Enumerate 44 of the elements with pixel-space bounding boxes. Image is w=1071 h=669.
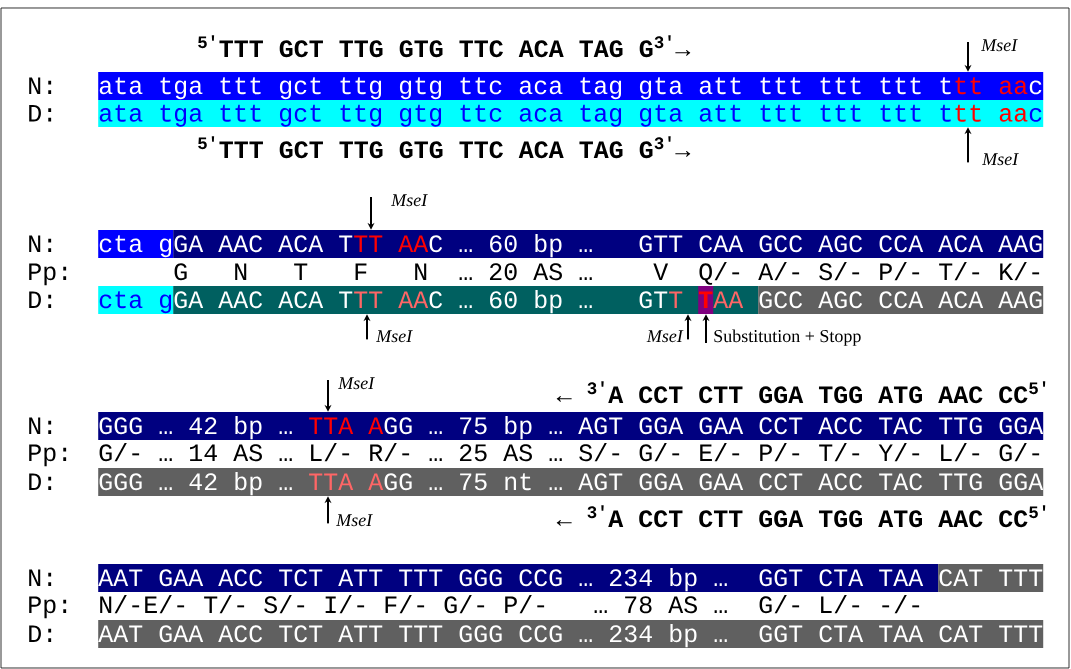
row-label: Pp: [29,596,67,619]
row-label: D: [29,105,52,122]
row-label: D: [29,625,52,642]
protein-sequence: G/- L/- -/- [759,594,920,614]
primer-sequence: ← $^{3′}$A CCT CTT GGA TGG ATG AAC CC$^{5′}$ [556,505,1046,528]
row-label: N: [29,569,52,586]
protein-sequence: Q/- A/- S/- P/- T/- K/- [699,261,1040,285]
row-label: D: [29,291,52,308]
amino-acid: V [653,263,669,280]
sequence-band: GCC AGC CCA ACA AAG [758,286,1044,314]
row-label: N: [29,77,52,94]
primer-sequence: ← $^{3′}$A CCT CTT GGA TGG ATG AAC CC$^{5′}$ [556,381,1046,404]
sequence-band: GGG … 42 bp … TTA AGG … 75 nt … AGT GGA GAA CCT ACC TAC TTG GGA [98,468,1044,496]
protein-sequence: … [594,610,607,613]
row-label: Pp: [29,444,67,467]
primer-sequence: $^{5′}$TTT GCT TTG GTG TTC ACA TAG G$^{3′}$→ [198,35,691,58]
enzyme-label: MseI [336,514,373,527]
enzyme-label: MseI [646,330,684,343]
protein-sequence: N/-E/- T/- S/- I/- F/- G/- P/- [100,594,545,614]
sequence-band: AAT GAA ACC TCT ATT TTT GGG CCG … 234 bp … GGT CTA TAA CAT TTT [98,620,1044,648]
enzyme-label: MseI [338,377,375,390]
sequence-band: ata tga ttt gct ttg gtg ttc aca tag gta att ttt ttt ttt t tt aac [98,72,1044,100]
protein-sequence: 78 AS … [625,596,727,614]
sequence-band: GGG … 42 bp … TTA AGG … 75 bp … AGT GGA GAA CCT ACC TAC TTG GGA [98,412,1044,440]
enzyme-label: MseI [376,330,413,343]
row-label: N: [29,235,52,252]
sequence-band: CAT TTT [938,564,1044,592]
sequence-band: cta g [98,286,174,314]
protein-sequence: G/- … 14 AS … L/- R/- … 25 AS … S/- G/- E/- P/- T/- Y/- L/- G/- [99,442,1040,462]
row-label: D: [29,473,52,490]
enzyme-label: MseI [981,39,1018,52]
enzyme-label: MseI [982,153,1019,166]
primer-sequence: $^{5′}$TTT GCT TTG GTG TTC ACA TAG G$^{3′}$→ [198,136,691,159]
enzyme-label: MseI [391,194,428,207]
row-label: N: [29,417,52,434]
sequence-band: ata tga ttt gct ttg gtg ttc aca tag gta att ttt ttt ttt t tt aac [98,100,1044,127]
amino-acid: G [174,263,187,281]
sequence-band: GA AAC ACA TTT AAC … 60 bp … GTT CAA GCC AGC CCA ACA AAG [173,230,1044,258]
sequence-band: cta g [98,230,174,258]
row-label: Pp: [29,263,67,286]
sequence-band: AAT GAA ACC TCT ATT TTT GGG CCG … 234 bp … GGT CTA TAA [98,564,939,592]
highlighted-base: T [698,286,714,314]
annotation-text: Substitution + Stopp [714,329,861,346]
amino-acid: N [235,263,247,280]
